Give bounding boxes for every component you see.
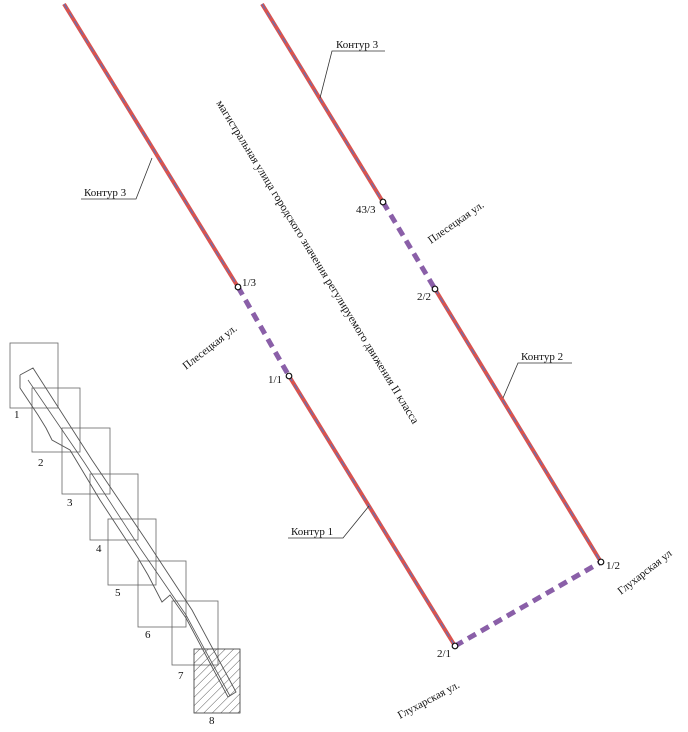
street-label-plesetskaya-left: Плесецкая ул. — [180, 322, 239, 372]
street-label-glukharskaya-right: Глухарская ул — [615, 547, 674, 597]
index-sheet-3 — [61, 427, 111, 495]
index-sheet-6 — [137, 560, 187, 628]
point-marker-1-3 — [234, 283, 242, 291]
index-label-8: 8 — [209, 715, 215, 727]
point-label-1-2: 1/2 — [606, 560, 620, 572]
point-label-2-1: 2/1 — [437, 648, 451, 660]
point-marker-1-1 — [285, 372, 293, 380]
boundary-bottom — [453, 559, 603, 649]
index-territory-inner — [27, 379, 231, 697]
index-sheet-8 — [193, 648, 241, 714]
index-label-2: 2 — [38, 457, 44, 469]
callout-leader-contour3-left — [81, 157, 153, 200]
point-label-1-1: 1/1 — [268, 374, 282, 386]
callout-leader-contour2 — [502, 362, 572, 399]
index-sheet-5 — [107, 518, 157, 586]
index-sheet-1 — [9, 342, 59, 409]
point-label-1-3: 1/3 — [242, 277, 257, 289]
point-marker-1-2 — [597, 558, 605, 566]
point-marker-43-3 — [379, 198, 387, 206]
point-marker-2-2 — [431, 285, 439, 293]
contour3-left-line — [62, 2, 240, 289]
callout-contour3-left: Контур 3 — [84, 187, 127, 199]
index-territory-outline — [19, 367, 237, 698]
street-label-glukharskaya-bottom: Глухарская ул. — [396, 679, 462, 722]
point-label-2-2: 2/2 — [417, 291, 431, 303]
street-label-plesetskaya-right: Плесецкая ул. — [426, 199, 487, 247]
road-designation-label: магистральная улица городского значения … — [213, 98, 420, 426]
callout-leader-contour3-right — [319, 50, 385, 99]
index-label-6: 6 — [145, 629, 151, 641]
point-label-43-3: 43/3 — [356, 204, 376, 216]
index-label-3: 3 — [67, 497, 73, 509]
callout-contour3-right: Контур 3 — [336, 39, 379, 51]
contour2-line — [433, 287, 603, 564]
contour1-line — [287, 374, 457, 648]
boundary-gap-left — [235, 285, 292, 378]
index-label-7: 7 — [178, 670, 184, 682]
callout-contour1: Контур 1 — [291, 526, 333, 538]
index-label-4: 4 — [96, 543, 102, 555]
index-sheet-2 — [31, 387, 81, 453]
index-label-5: 5 — [115, 587, 121, 599]
point-marker-2-1 — [451, 642, 459, 650]
boundary-gap-right — [380, 200, 438, 291]
index-label-1: 1 — [14, 409, 20, 421]
contour3-right-line — [260, 2, 385, 204]
callout-leader-contour1 — [288, 505, 370, 539]
callout-contour2: Контур 2 — [521, 351, 563, 363]
index-sheet-4 — [89, 473, 139, 541]
